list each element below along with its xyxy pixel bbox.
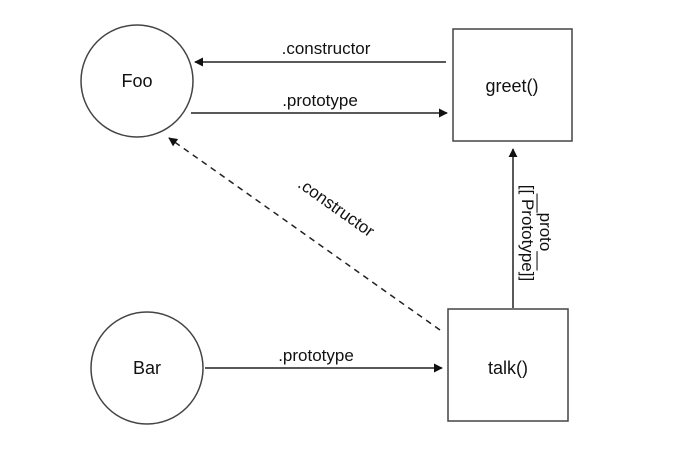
node-bar: Bar bbox=[90, 311, 204, 425]
constructor-label-top: .constructor bbox=[282, 39, 371, 58]
edge-foo-to-greet-prototype: .prototype bbox=[191, 91, 448, 118]
constructor-label-diagonal: .constructor bbox=[294, 174, 378, 241]
bar-circle bbox=[90, 311, 204, 425]
foo-label: Foo bbox=[121, 71, 152, 91]
node-foo: Foo bbox=[80, 24, 194, 138]
constructor-arrow-dashed bbox=[168, 137, 441, 331]
proto-label: __proto__ bbox=[536, 193, 555, 271]
node-talk: talk() bbox=[447, 308, 569, 422]
edge-bar-to-talk-prototype: .prototype bbox=[205, 346, 443, 373]
foo-circle bbox=[80, 24, 194, 138]
prototype-label-bottom: .prototype bbox=[278, 346, 354, 365]
prototype-internal-label: [[ Prototype]] bbox=[518, 185, 537, 281]
edge-greet-to-foo-constructor: .constructor bbox=[194, 39, 446, 67]
edge-talk-to-foo-constructor: .constructor bbox=[168, 137, 441, 331]
talk-label: talk() bbox=[488, 358, 528, 378]
prototype-label-top: .prototype bbox=[282, 91, 358, 110]
bar-label: Bar bbox=[133, 358, 161, 378]
talk-box bbox=[447, 308, 569, 422]
node-greet: greet() bbox=[452, 28, 573, 142]
greet-box bbox=[452, 28, 573, 142]
greet-label: greet() bbox=[485, 76, 538, 96]
edge-talk-to-greet-proto: __proto__ [[ Prototype]] bbox=[508, 148, 555, 308]
